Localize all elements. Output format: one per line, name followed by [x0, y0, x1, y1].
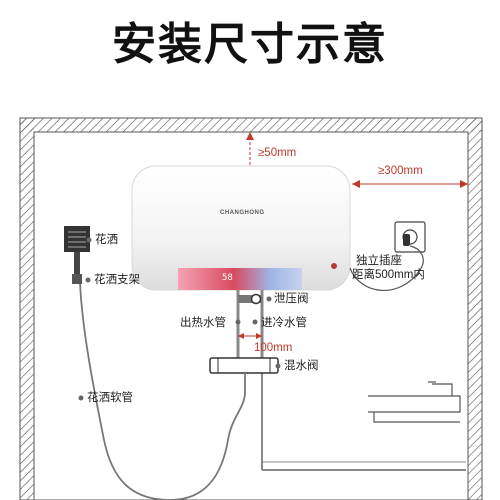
mixing-valve	[209, 357, 279, 374]
shower-head	[64, 226, 90, 276]
wall-frame	[19, 117, 483, 500]
water-heater	[131, 165, 351, 291]
cold-inlet-pipe-label: 进冷水管	[261, 317, 307, 329]
power-cord	[349, 245, 424, 292]
pipe-spacing-label: 100mm	[254, 342, 293, 354]
power-socket	[394, 221, 426, 253]
top-clearance-dimension	[246, 132, 254, 165]
hot-outlet-pipe-label: 出热水管	[180, 317, 226, 329]
brand-logo: CHANGHONG	[220, 210, 265, 216]
shower-holder	[72, 274, 82, 284]
shower-head-label: 花洒	[95, 234, 118, 246]
label-markers	[78, 237, 281, 401]
relief-valve	[238, 293, 262, 305]
relief-valve-label: 泄压阀	[274, 293, 309, 305]
side-clearance-dimension	[352, 180, 468, 188]
page-title: 安装尺寸示意	[112, 20, 388, 69]
mixing-valve-label: 混水阀	[284, 360, 319, 372]
shower-hose-label: 花洒软管	[87, 392, 133, 404]
wash-basin	[368, 381, 461, 423]
shower-holder-label: 花洒支架	[94, 274, 140, 286]
pipe-spacing-dimension	[238, 333, 262, 339]
side-clearance-label: ≥300mm	[378, 165, 423, 177]
display-readout: 58	[222, 273, 233, 283]
socket-label-line2: 距离500mm内	[352, 269, 425, 281]
shower-hose-line	[79, 281, 246, 500]
socket-label-line1: 独立插座	[356, 255, 402, 267]
top-clearance-label: ≥50mm	[258, 147, 297, 159]
